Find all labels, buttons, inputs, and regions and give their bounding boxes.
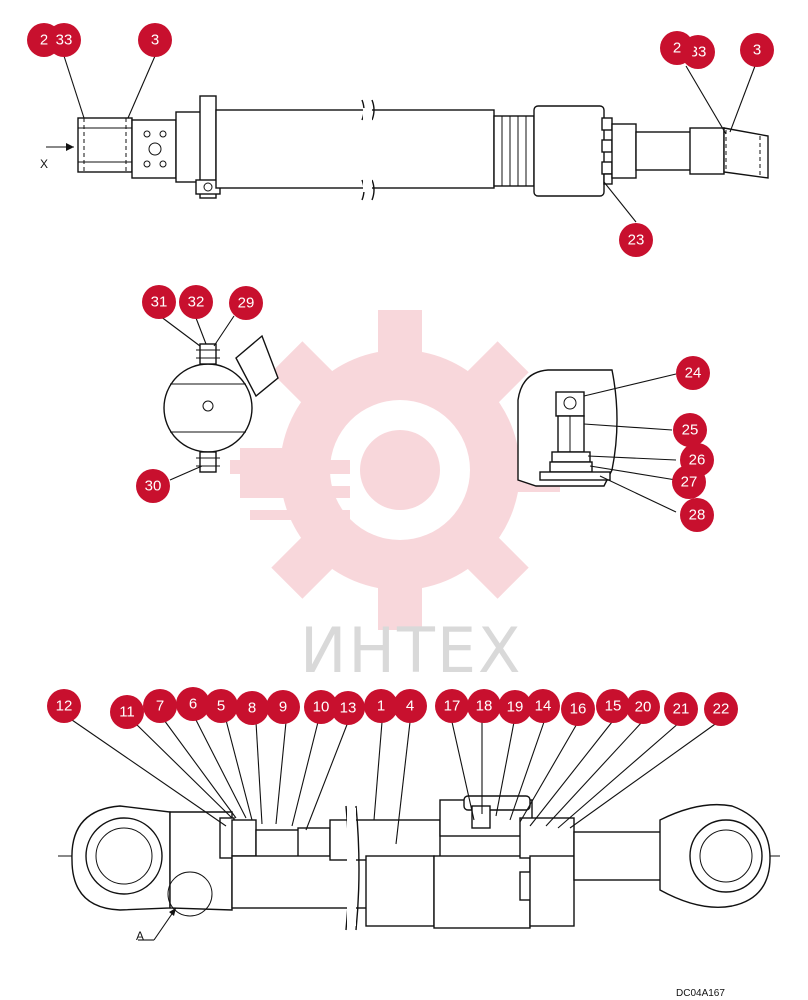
callout-24: 24	[676, 356, 710, 390]
callout-21: 21	[664, 692, 698, 726]
callout-27: 27	[672, 465, 706, 499]
svg-text:3: 3	[753, 42, 761, 59]
svg-text:11: 11	[119, 704, 135, 721]
callout-13: 13	[331, 691, 365, 725]
callout-15: 15	[596, 689, 630, 723]
callout-30: 30	[136, 469, 170, 503]
svg-text:4: 4	[406, 698, 414, 715]
svg-text:20: 20	[635, 699, 652, 716]
callout-16: 16	[561, 692, 595, 726]
svg-text:2: 2	[40, 32, 48, 49]
svg-text:5: 5	[217, 698, 225, 715]
callout-9: 9	[266, 690, 300, 724]
svg-text:10: 10	[313, 699, 330, 716]
svg-text:14: 14	[535, 698, 552, 715]
callout-11: 11	[110, 695, 144, 729]
watermark-logo	[230, 310, 560, 630]
watermark-text: ИНТЕХ	[300, 614, 523, 687]
callout-17: 17	[435, 689, 469, 723]
svg-text:3: 3	[151, 32, 159, 49]
callout-4: 4	[393, 689, 427, 723]
detail-a-label: A	[136, 929, 144, 943]
svg-text:15: 15	[605, 698, 622, 715]
svg-text:27: 27	[681, 474, 698, 491]
svg-text:30: 30	[145, 478, 162, 495]
svg-text:25: 25	[682, 422, 699, 439]
callout-3: 3	[138, 23, 172, 57]
svg-text:18: 18	[476, 698, 493, 715]
end-view	[163, 334, 279, 473]
callout-7: 7	[143, 689, 177, 723]
callout-6: 6	[176, 687, 210, 721]
svg-text:7: 7	[156, 698, 164, 715]
detail-a-view	[517, 369, 618, 487]
svg-text:1: 1	[377, 698, 385, 715]
svg-text:9: 9	[279, 699, 287, 716]
svg-text:13: 13	[340, 700, 357, 717]
callout-31: 31	[142, 285, 176, 319]
svg-text:29: 29	[238, 295, 255, 312]
svg-text:31: 31	[151, 294, 168, 311]
svg-text:32: 32	[188, 294, 205, 311]
drawing-code: DC04A167	[676, 988, 725, 999]
svg-text:17: 17	[444, 698, 461, 715]
callout-2: 2	[660, 31, 694, 65]
svg-text:23: 23	[628, 232, 645, 249]
cylinder-top-view	[46, 95, 769, 201]
callout-25: 25	[673, 413, 707, 447]
callout-33: 33	[47, 23, 81, 57]
callout-29: 29	[229, 286, 263, 320]
svg-text:6: 6	[189, 696, 197, 713]
callout-20: 20	[626, 690, 660, 724]
callout-18: 18	[467, 689, 501, 723]
svg-text:2: 2	[673, 40, 681, 57]
callout-8: 8	[235, 691, 269, 725]
svg-text:28: 28	[689, 507, 706, 524]
svg-text:19: 19	[507, 699, 524, 716]
cylinder-section-view	[58, 795, 780, 931]
callout-12: 12	[47, 689, 81, 723]
svg-text:21: 21	[673, 701, 690, 718]
callout-22: 22	[704, 692, 738, 726]
svg-text:33: 33	[56, 32, 73, 49]
svg-text:22: 22	[713, 701, 730, 718]
callout-3: 3	[740, 33, 774, 67]
callout-28: 28	[680, 498, 714, 532]
view-x-label: X	[40, 157, 48, 171]
svg-text:24: 24	[685, 365, 702, 382]
svg-text:12: 12	[56, 698, 73, 715]
callout-14: 14	[526, 689, 560, 723]
callout-10: 10	[304, 690, 338, 724]
callout-23: 23	[619, 223, 653, 257]
callout-32: 32	[179, 285, 213, 319]
svg-text:8: 8	[248, 700, 256, 717]
callout-19: 19	[498, 690, 532, 724]
svg-text:16: 16	[570, 701, 587, 718]
svg-text:26: 26	[689, 452, 706, 469]
callout-5: 5	[204, 689, 238, 723]
callout-1: 1	[364, 689, 398, 723]
